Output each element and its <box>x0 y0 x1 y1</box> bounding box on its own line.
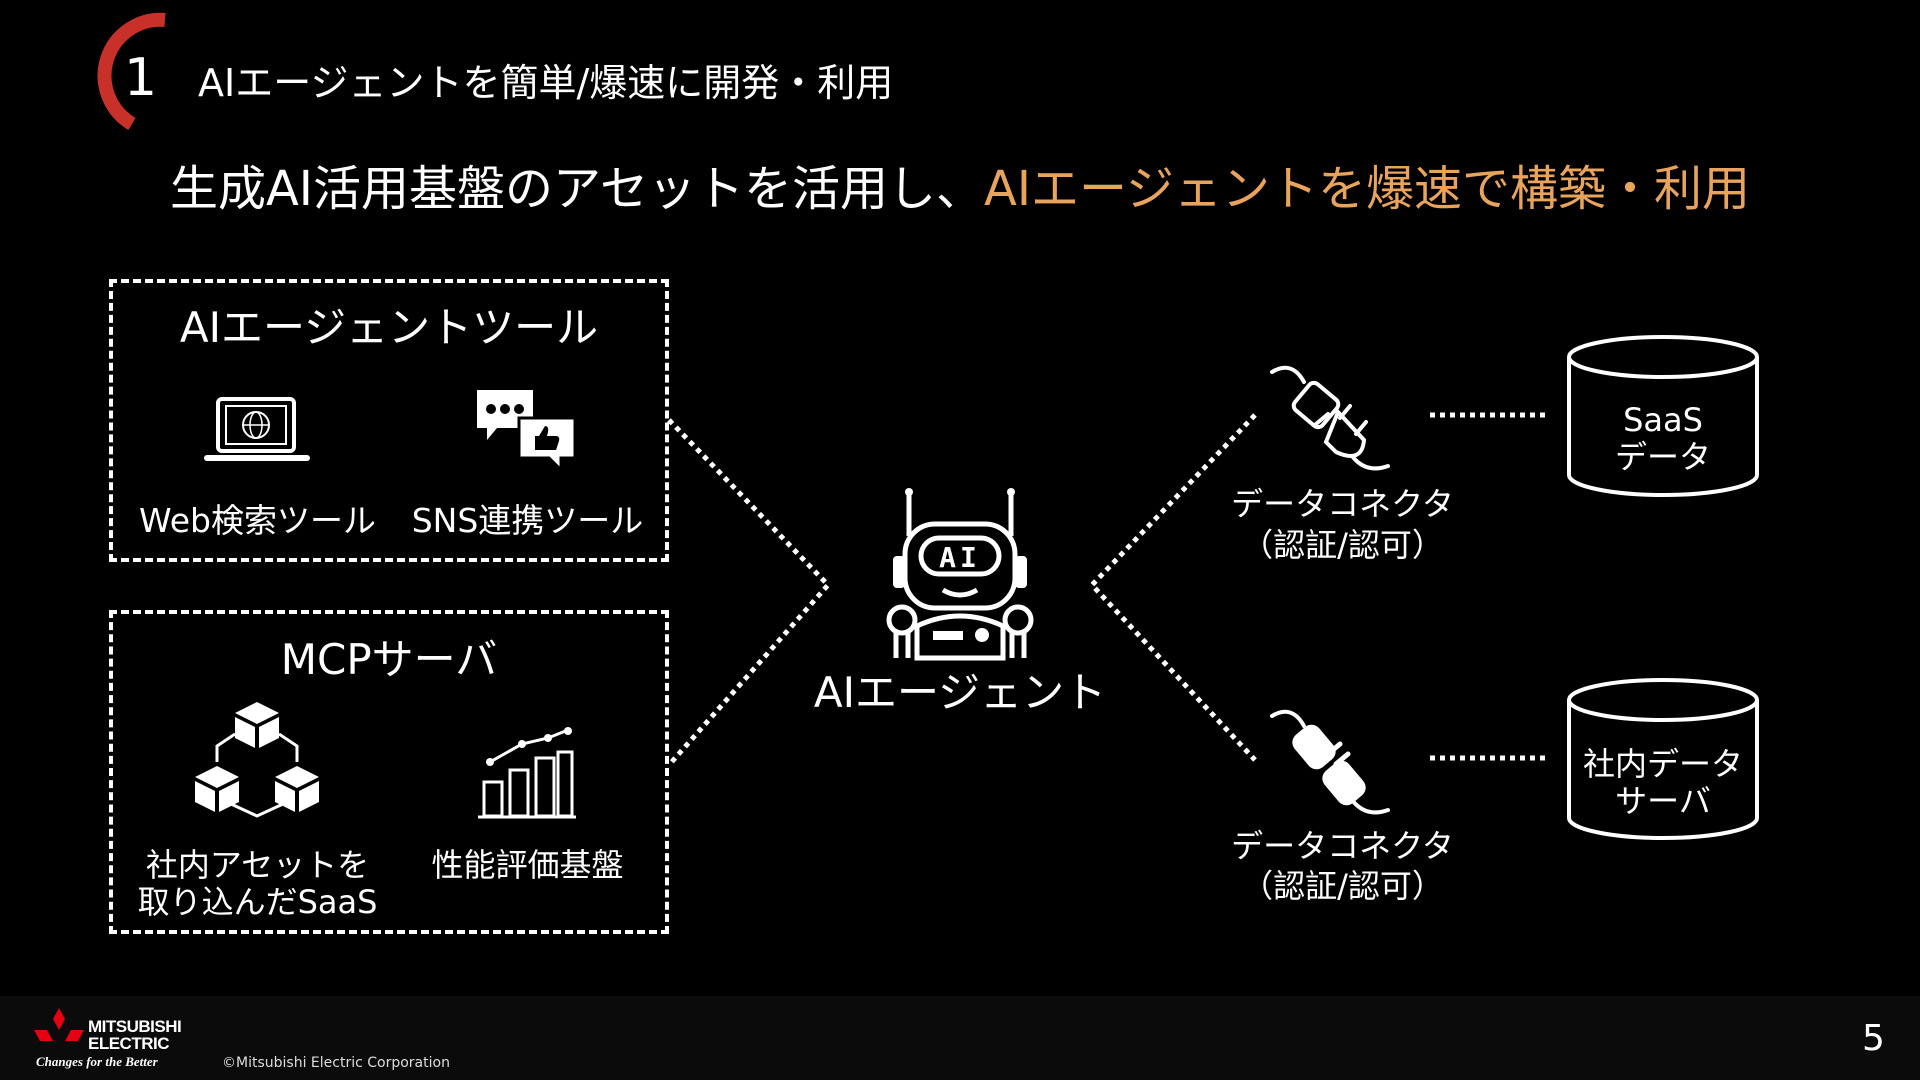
agent-tools-group <box>109 279 669 562</box>
footer-bar <box>0 996 1920 1080</box>
agent-tools-title: AIエージェントツール <box>179 303 599 352</box>
saas-label-line2: 取り込んだSaaS <box>137 883 378 921</box>
datastore1-line1: SaaS <box>1623 401 1703 439</box>
copyright-text: ©Mitsubishi Electric Corporation <box>222 1055 450 1071</box>
headline-highlight: AIエージェントを爆速で構築・利用 <box>984 161 1751 217</box>
ai-robot-icon: AI <box>886 488 1034 661</box>
robot-badge-text: AI <box>939 541 981 574</box>
connector1-line2: （認証/認可） <box>1241 526 1444 564</box>
datastore1-line2: データ <box>1614 438 1711 476</box>
logo-line1: MITSUBISHI <box>88 1017 182 1036</box>
database-icon <box>1567 678 1759 840</box>
mcp-server-title: MCPサーバ <box>280 635 498 684</box>
database-icon <box>1567 335 1759 497</box>
logo-line2: ELECTRIC <box>88 1034 170 1053</box>
mitsubishi-logo-icon <box>34 1008 84 1041</box>
performance-eval-label: 性能評価基盤 <box>431 846 624 884</box>
ai-agent-label: AIエージェント <box>813 668 1107 717</box>
web-search-tool-label: Web検索ツール <box>139 501 376 540</box>
blocks-network-icon <box>195 702 319 818</box>
datastore2-line2: サーバ <box>1615 782 1711 820</box>
plug-outline-icon <box>1270 365 1390 471</box>
plug-filled-icon <box>1270 709 1390 815</box>
section-title: AIエージェントを簡単/爆速に開発・利用 <box>198 61 894 105</box>
connector1-line1: データコネクタ <box>1231 485 1454 523</box>
chat-like-icon <box>477 390 577 474</box>
headline-prefix: 生成AI活用基盤のアセットを活用し、 <box>169 161 984 217</box>
saas-label-line1: 社内アセットを <box>145 846 370 884</box>
section-arc-decoration <box>97 12 166 131</box>
mcp-server-group <box>109 610 669 934</box>
sns-tool-label: SNS連携ツール <box>411 501 644 540</box>
datastore2-line1: 社内データ <box>1582 745 1743 783</box>
agent-to-connectors-line <box>1088 413 1257 762</box>
connector2-line1: データコネクタ <box>1231 827 1454 865</box>
bar-chart-trend-icon <box>478 727 576 819</box>
section-number: 1 <box>124 48 158 108</box>
laptop-globe-icon <box>204 397 310 461</box>
logo-tagline: Changes for the Better <box>36 1054 158 1069</box>
page-number: 5 <box>1862 1018 1885 1059</box>
headline: 生成AI活用基盤のアセットを活用し、AIエージェントを爆速で構築・利用 <box>0 158 1920 220</box>
connector2-line2: （認証/認可） <box>1241 867 1444 905</box>
